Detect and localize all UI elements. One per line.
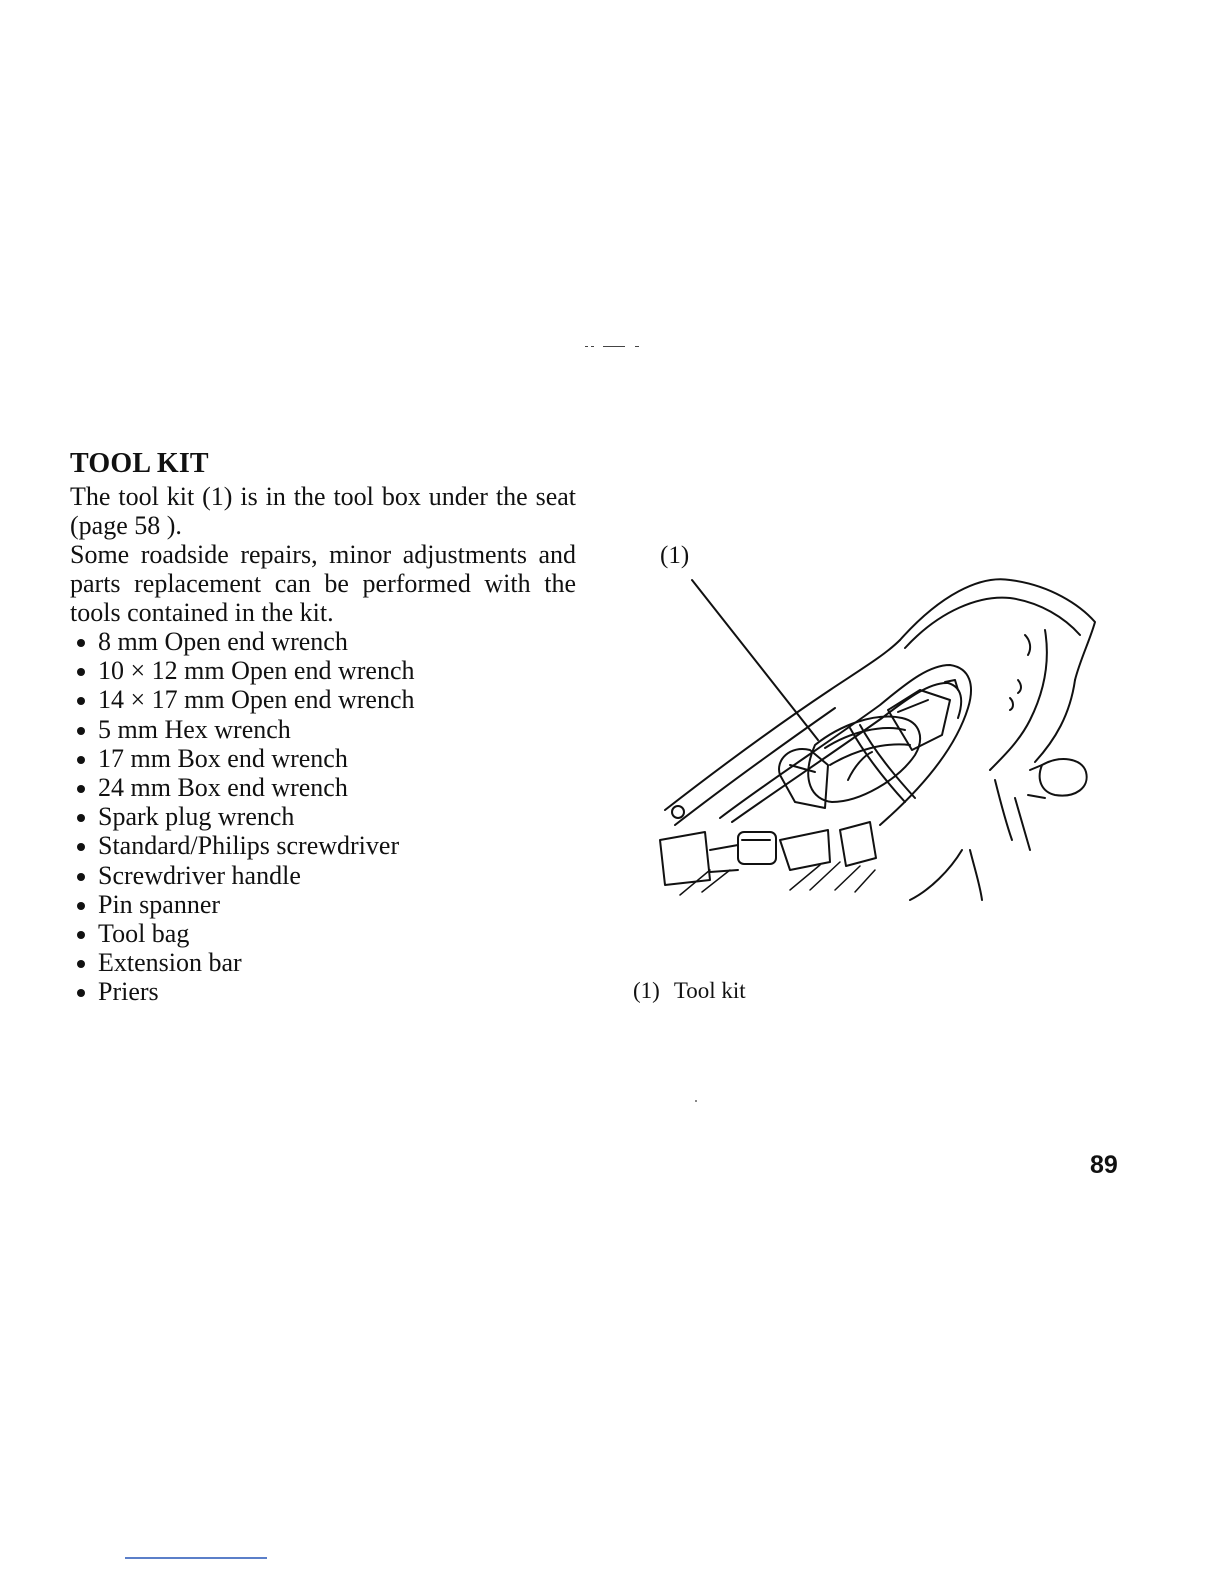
list-item: Spark plug wrench bbox=[76, 802, 576, 831]
tool-name: Pin spanner bbox=[98, 889, 221, 919]
list-item: Standard/Philips screwdriver bbox=[76, 831, 576, 860]
bullet-icon bbox=[77, 668, 85, 677]
bullet-icon bbox=[77, 901, 85, 910]
page-number: 89 bbox=[1090, 1151, 1118, 1179]
figure-callout-label: (1) bbox=[660, 542, 690, 569]
caption-number: (1) bbox=[633, 978, 660, 1003]
tool-name: 14 × 17 mm Open end wrench bbox=[98, 685, 415, 715]
bottom-rule bbox=[125, 1557, 267, 1559]
list-item: Pin spanner bbox=[76, 890, 576, 919]
tool-name: 24 mm Box end wrench bbox=[98, 773, 348, 803]
scan-artifact-mark bbox=[585, 343, 645, 349]
list-item: Tool bag bbox=[76, 919, 576, 948]
tool-name: Tool bag bbox=[98, 919, 190, 949]
tool-kit-illustration bbox=[650, 540, 1110, 910]
tool-kit-section: TOOL KIT The tool kit (1) is in the tool… bbox=[70, 448, 576, 1007]
bullet-icon bbox=[77, 639, 85, 647]
section-heading: TOOL KIT bbox=[70, 448, 209, 479]
bullet-icon bbox=[77, 989, 85, 998]
bullet-icon bbox=[77, 931, 85, 940]
tool-name: 10 × 12 mm Open end wrench bbox=[98, 656, 415, 686]
tool-name: Spark plug wrench bbox=[98, 802, 295, 832]
tool-name: Extension bar bbox=[98, 948, 242, 978]
bullet-icon bbox=[77, 726, 85, 735]
tool-name: Standard/Philips screwdriver bbox=[98, 831, 400, 861]
tool-name: 17 mm Box end wrench bbox=[98, 743, 348, 773]
list-item: 5 mm Hex wrench bbox=[76, 715, 576, 744]
bullet-icon bbox=[77, 960, 85, 969]
tool-name: 5 mm Hex wrench bbox=[98, 714, 291, 744]
bullet-icon bbox=[77, 814, 85, 823]
list-item: Screwdriver handle bbox=[76, 861, 576, 890]
intro-paragraph-usage: Some roadside repairs, minor adjustments… bbox=[70, 540, 576, 627]
bullet-icon bbox=[77, 755, 85, 764]
bullet-icon bbox=[77, 843, 85, 852]
list-item: 24 mm Box end wrench bbox=[76, 773, 576, 802]
bullet-icon bbox=[77, 785, 85, 794]
list-item: 14 × 17 mm Open end wrench bbox=[76, 685, 576, 714]
scan-speck bbox=[695, 1100, 697, 1102]
caption-text: Tool kit bbox=[673, 978, 746, 1003]
list-item: 17 mm Box end wrench bbox=[76, 744, 576, 773]
figure-caption: (1) Tool kit bbox=[633, 977, 746, 1005]
list-item: 10 × 12 mm Open end wrench bbox=[76, 656, 576, 685]
bullet-icon bbox=[77, 697, 85, 706]
bullet-icon bbox=[77, 872, 85, 881]
list-item: Extension bar bbox=[76, 948, 576, 977]
tool-name: Priers bbox=[98, 977, 159, 1007]
list-item: 8 mm Open end wrench bbox=[76, 627, 576, 656]
tool-name: Screwdriver handle bbox=[98, 860, 301, 890]
intro-paragraph-location: The tool kit (1) is in the tool box unde… bbox=[70, 482, 576, 540]
list-item: Priers bbox=[76, 977, 576, 1006]
tool-name: 8 mm Open end wrench bbox=[98, 627, 348, 656]
tool-list: 8 mm Open end wrench 10 × 12 mm Open end… bbox=[70, 627, 576, 1007]
